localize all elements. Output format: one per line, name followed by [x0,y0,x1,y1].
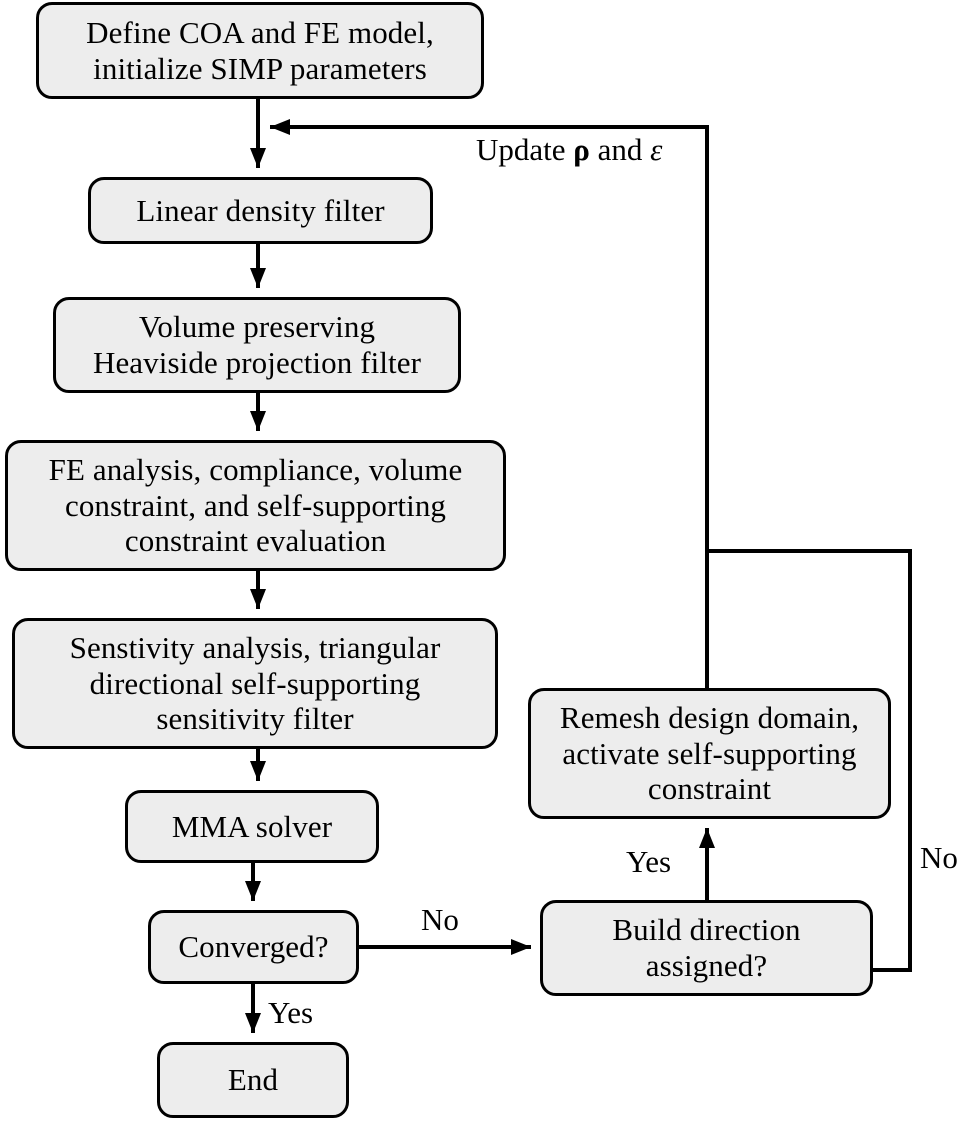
node-converged[interactable]: Converged? [148,910,359,984]
node-mma-solver[interactable]: MMA solver [125,790,379,863]
node-remesh[interactable]: Remesh design domain, activate self-supp… [528,688,891,819]
connector-remesh-to-define [270,119,709,688]
node-build-direction[interactable]: Build direction assigned? [540,900,873,996]
and-text: and [589,132,651,167]
epsilon-symbol: ε [650,132,663,167]
node-mma-solver-label: MMA solver [171,808,333,844]
node-define[interactable]: Define COA and FE model, initialize SIMP… [36,2,484,99]
node-linear-density-filter-label: Linear density filter [136,192,385,228]
edge-label-yes-build-direction: Yes [626,844,672,879]
node-heaviside-filter[interactable]: Volume preserving Heaviside projection f… [53,297,461,393]
edge-label-yes-converged: Yes [268,995,314,1030]
update-text: Update [476,132,574,167]
node-fe-analysis[interactable]: FE analysis, compliance, volume constrai… [5,440,506,571]
node-linear-density-filter[interactable]: Linear density filter [88,177,433,244]
edge-label-no-build-direction: No [920,840,958,875]
node-sensitivity-filter[interactable]: Senstivity analysis, triangular directio… [12,618,498,749]
node-define-label: Define COA and FE model, initialize SIMP… [86,14,434,86]
edge-label-update-rho-epsilon: Update ρ and ε [476,132,663,167]
node-end-label: End [227,1062,279,1098]
node-heaviside-filter-label: Volume preserving Heaviside projection f… [92,309,422,380]
node-sensitivity-filter-label: Senstivity analysis, triangular directio… [69,629,441,737]
node-remesh-label: Remesh design domain, activate self-supp… [559,699,860,807]
rho-symbol: ρ [573,132,590,167]
node-converged-label: Converged? [178,929,329,965]
connector-build-no-to-riser [707,549,912,972]
edge-label-no-converged: No [421,902,459,937]
node-end[interactable]: End [157,1042,349,1118]
node-build-direction-label: Build direction assigned? [612,912,801,983]
node-fe-analysis-label: FE analysis, compliance, volume constrai… [48,451,463,559]
